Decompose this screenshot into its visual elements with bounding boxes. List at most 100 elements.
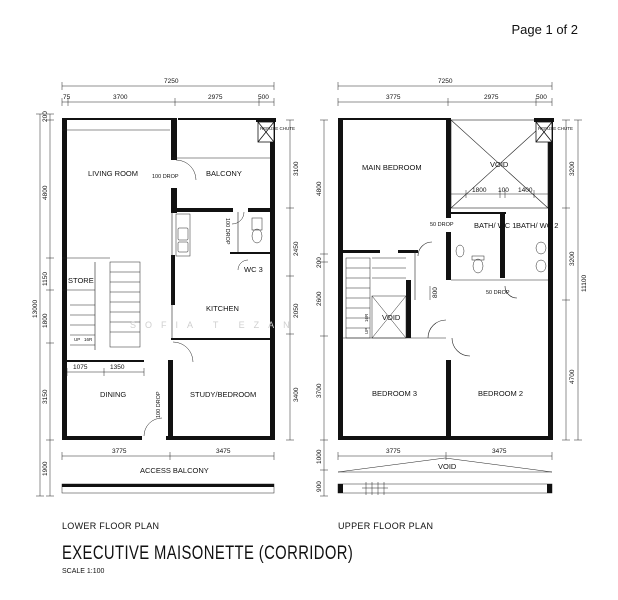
upper-right-dimension-lines: [562, 119, 582, 441]
upper-room-void-bottom: VOID: [438, 462, 457, 471]
lower-dim-inner-1: 1075: [73, 364, 88, 371]
page-indicator: Page 1 of 2: [511, 22, 579, 37]
lower-dim-top-1: 75: [63, 94, 71, 101]
upper-dim-inner-2: 100: [498, 187, 509, 194]
upper-parapet-right: [547, 484, 552, 493]
upper-dim-total: 7250: [438, 78, 453, 85]
lower-floor-caption: LOWER FLOOR PLAN: [62, 521, 160, 531]
lower-dim-inner-2: 1350: [110, 364, 125, 371]
upper-dim-top-1: 3775: [386, 94, 401, 101]
lower-dim-bottom-1: 3775: [112, 448, 127, 455]
lower-right-dimensions: [286, 119, 294, 441]
lower-kitchen-fixtures: [143, 159, 263, 437]
upper-top-dimension-lines: [337, 82, 553, 106]
upper-dim-top-2: 2975: [484, 94, 499, 101]
lower-dim-bottom-2: 3475: [216, 448, 231, 455]
upper-dim-inner-1: 1800: [472, 187, 487, 194]
lower-dim-left-3: 1150: [42, 272, 49, 286]
scale-label: SCALE 1:100: [62, 568, 105, 575]
upper-dim-right-2: 3200: [569, 251, 576, 266]
upper-dim-left-3: 2600: [316, 291, 323, 306]
upper-room-bedroom3: BEDROOM 3: [372, 389, 417, 398]
lower-room-store: STORE: [68, 276, 94, 285]
lower-light-walls: [62, 129, 270, 350]
upper-dim-left-4: 3700: [316, 383, 323, 398]
upper-chute-wall: [534, 118, 554, 122]
lower-room-balcony: BALCONY: [206, 169, 242, 178]
upper-room-bedroom2: BEDROOM 2: [478, 389, 523, 398]
upper-floor-caption: UPPER FLOOR PLAN: [338, 521, 434, 531]
upper-dim-left-1: 4800: [316, 181, 323, 196]
lower-dim-left-2: 4800: [42, 185, 49, 200]
upper-dim-bottom-1: 3775: [386, 448, 401, 455]
upper-bath-fixtures: [455, 241, 547, 274]
lower-dim-left-5: 3150: [42, 389, 49, 404]
upper-inner-dimension-lines: [429, 190, 548, 300]
lower-dim-top-3: 2975: [208, 94, 223, 101]
upper-note-drop-a: 50 DROP: [430, 222, 454, 228]
upper-room-void-stair: VOID: [382, 313, 401, 322]
lower-left-dimensions: [36, 113, 54, 497]
upper-dim-left-2: 200: [316, 257, 323, 268]
watermark: SOFIA T EZAN: [130, 320, 299, 330]
lower-top-dimensions: [61, 82, 275, 106]
upper-dim-top-3: 500: [536, 94, 547, 101]
upper-dim-inner-3: 1400: [518, 187, 533, 194]
lower-note-drop-door: 100 DROP: [156, 391, 162, 418]
upper-bottom-dimension-lines: [337, 452, 553, 495]
lower-room-kitchen: KITCHEN: [206, 304, 239, 313]
lower-dim-right-2: 2450: [293, 241, 300, 256]
upper-left-dimension-lines: [320, 119, 328, 497]
upper-dim-bottom-2: 3475: [492, 448, 507, 455]
upper-room-main-bedroom: MAIN BEDROOM: [362, 163, 422, 172]
upper-dim-right-1: 3200: [569, 161, 576, 176]
lower-balcony-parapet: [62, 484, 274, 487]
upper-walls: [338, 118, 553, 440]
upper-room-bath1: BATH/ WC 1: [474, 221, 516, 230]
upper-dim-right-total: 11100: [581, 275, 588, 292]
upper-room-bath2: BATH/ WC 2: [516, 221, 558, 230]
upper-stair-up-label: UP: [364, 328, 369, 334]
lower-dim-left-1: 200: [42, 111, 49, 122]
lower-stair-up-label: UP: [74, 337, 80, 342]
plan-title: EXECUTIVE MAISONETTE (CORRIDOR): [62, 543, 354, 564]
lower-staircase: [70, 261, 141, 348]
lower-dim-left-4: 1800: [42, 313, 49, 328]
upper-refuse-label: REFUSE CHUTE: [538, 126, 573, 131]
lower-chute-wall: [256, 118, 276, 122]
lower-room-access-balcony: ACCESS BALCONY: [140, 466, 209, 475]
lower-dim-right-3: 2050: [293, 303, 300, 318]
lower-walls: [62, 118, 275, 440]
lower-refuse-chute: [257, 121, 275, 143]
upper-dim-stair: 800: [432, 287, 439, 298]
lower-floor-plan: 7250 75 3700 2975 500 13000 200 4800 115…: [32, 78, 300, 497]
lower-room-wc3: WC 3: [244, 265, 263, 274]
lower-room-living: LIVING ROOM: [88, 169, 138, 178]
lower-refuse-label: REFUSE CHUTE: [260, 126, 295, 131]
lower-dim-left-total: 13000: [32, 300, 39, 318]
lower-dim-top-2: 3700: [113, 94, 128, 101]
lower-dim-right-4: 3400: [293, 387, 300, 402]
lower-dim-top-4: 500: [258, 94, 269, 101]
upper-room-void-top: VOID: [490, 160, 509, 169]
lower-note-drop-wc: 100 DROP: [224, 218, 230, 245]
lower-note-drop-living: 100 DROP: [152, 174, 179, 180]
upper-dim-right-3: 4700: [569, 369, 576, 384]
upper-light-walls: [343, 119, 549, 357]
upper-staircase: [345, 257, 407, 339]
lower-room-study: STUDY/BEDROOM: [190, 390, 256, 399]
upper-refuse-chute: [535, 121, 553, 143]
lower-stair-risers-label: 16R: [84, 337, 93, 342]
lower-dim-total: 7250: [164, 78, 179, 85]
lower-inner-dimension-lines: [66, 368, 145, 376]
upper-dim-left-5: 1000: [316, 449, 323, 464]
upper-stair-risers-label: 16R: [364, 313, 369, 322]
upper-note-drop-b: 50 DROP: [486, 290, 510, 296]
lower-dim-right-1: 3100: [293, 161, 300, 176]
lower-dim-left-6: 1900: [42, 461, 49, 476]
upper-floor-plan: 7250 3775 2975 500 4800 200 2600 3700 10…: [316, 78, 588, 497]
lower-room-dining: DINING: [100, 390, 126, 399]
upper-dim-left-6: 900: [316, 481, 323, 492]
upper-parapet-left: [338, 484, 343, 493]
